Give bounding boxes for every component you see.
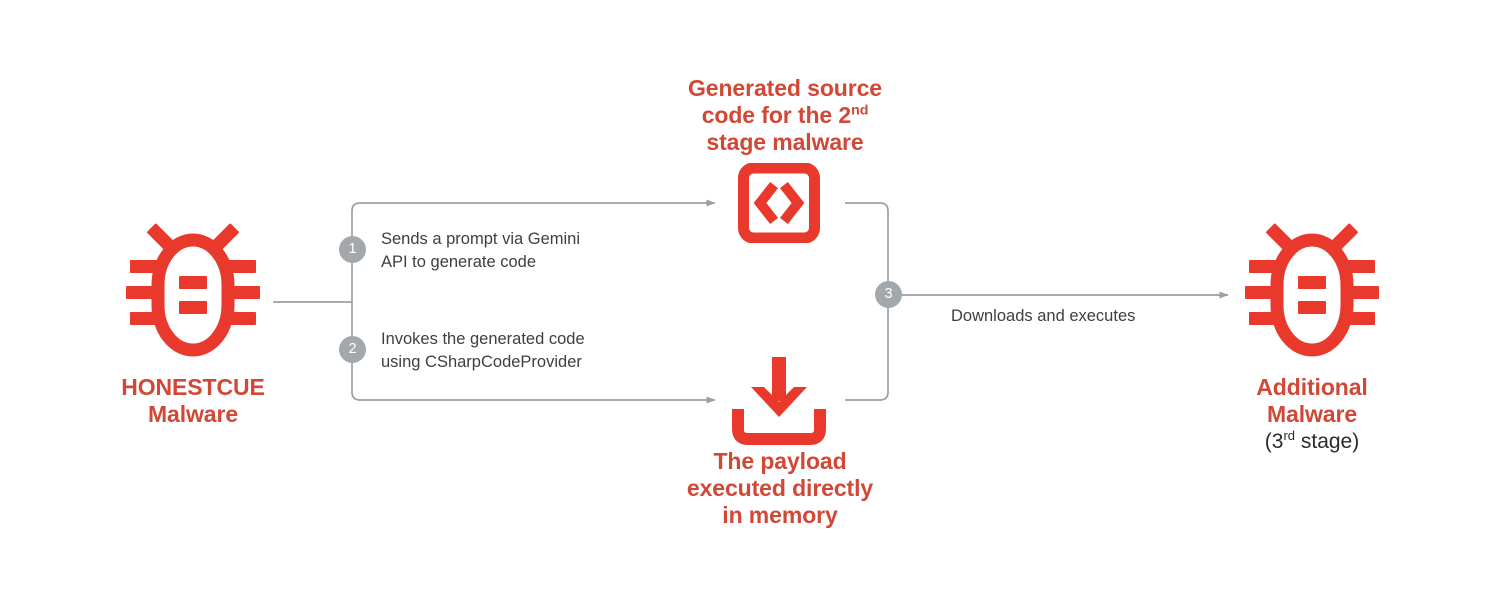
bug-icon <box>1245 223 1379 357</box>
payload-caption-line3: in memory <box>722 502 838 528</box>
additional-malware-label-line2: Malware <box>1266 401 1358 427</box>
payload-node <box>724 357 834 445</box>
source-malware-label: HONESTCUE Malware <box>66 374 320 428</box>
additional-malware-stage: (3rd stage) <box>1185 428 1439 455</box>
additional-malware-label: Additional Malware (3rd stage) <box>1185 374 1439 455</box>
additional-malware-stage-ordinal: rd <box>1283 428 1296 443</box>
code-brackets-icon <box>738 162 820 244</box>
bug-icon <box>126 223 260 357</box>
step-text-1: Sends a prompt via Gemini API to generat… <box>381 230 581 271</box>
generated-code-caption-line1: Generated source <box>688 75 882 101</box>
edge-step1-line <box>351 199 716 302</box>
step-text-3: Downloads and executes <box>951 307 1136 325</box>
generated-code-caption: Generated source code for the 2nd stage … <box>645 75 925 156</box>
generated-code-caption-line2-text: code for the 2 <box>701 102 852 128</box>
generated-code-caption-ordinal: nd <box>851 102 869 119</box>
payload-caption-line1: The payload <box>713 448 847 474</box>
edge-payload-merge <box>845 295 889 401</box>
step-badge-1: 1 <box>339 236 366 263</box>
edge-code-merge <box>845 202 889 295</box>
additional-malware-node <box>1245 218 1379 358</box>
download-icon <box>732 357 826 445</box>
payload-caption-line2: executed directly <box>686 475 874 501</box>
generated-code-caption-line2: code for the 2nd <box>645 102 925 129</box>
step-badge-2: 2 <box>339 336 366 363</box>
step-text-2: Invokes the generated code using CSharpC… <box>381 330 585 371</box>
generated-code-node <box>738 162 820 244</box>
payload-caption: The payload executed directly in memory <box>640 448 920 529</box>
additional-malware-stage-pre: (3 <box>1264 430 1284 453</box>
generated-code-caption-line3: stage malware <box>706 129 864 155</box>
additional-malware-label-line1: Additional <box>1256 374 1368 400</box>
source-malware-label-line2: Malware <box>147 401 239 427</box>
source-malware-label-line1: HONESTCUE <box>121 374 265 400</box>
additional-malware-stage-post: stage) <box>1295 430 1360 453</box>
step-badge-3: 3 <box>875 281 902 308</box>
edge-step2-line <box>351 302 716 404</box>
source-malware-node <box>126 218 260 358</box>
